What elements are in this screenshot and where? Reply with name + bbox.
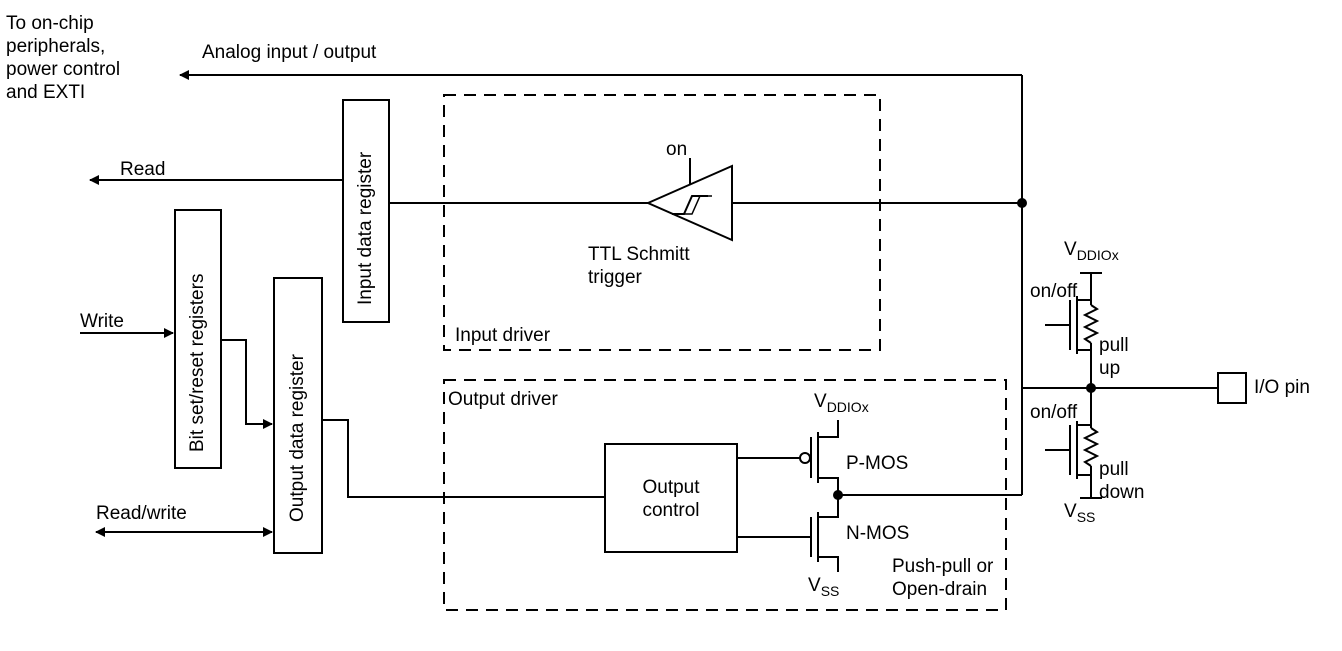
output-control-label: Output control — [642, 477, 700, 521]
junction-mos — [833, 490, 843, 500]
input-driver-label: Input driver — [455, 325, 551, 346]
input-data-register-label: Input data register — [355, 151, 376, 305]
io-pin-label: I/O pin — [1254, 377, 1310, 398]
output-vdd-label: VDDIOx — [814, 391, 869, 415]
pullup-label: pull up — [1099, 335, 1129, 379]
schmitt-label: TTL Schmitt trigger — [588, 244, 690, 288]
pulldown-label: pull down — [1099, 459, 1145, 503]
output-data-register-label: Output data register — [287, 354, 308, 522]
junction-input — [1017, 198, 1027, 208]
pulldown-switch-label: on/off — [1030, 402, 1078, 423]
nmos-source — [818, 557, 838, 572]
output-driver-label: Output driver — [448, 389, 558, 410]
output-vss-label: VSS — [808, 575, 840, 599]
odr-to-control-line — [322, 420, 605, 497]
pull-vdd-label: VDDIOx — [1064, 239, 1119, 263]
pulldown-resistor — [1085, 428, 1097, 466]
read-write-label: Read/write — [96, 503, 187, 524]
nmos-label: N-MOS — [846, 523, 910, 544]
pmos-drain — [818, 478, 838, 495]
junction-pin — [1086, 383, 1096, 393]
bit-set-reset-label: Bit set/reset registers — [187, 273, 208, 452]
output-mode-label: Push-pull or Open-drain — [892, 556, 994, 600]
write-label: Write — [80, 311, 124, 332]
output-data-register-box — [274, 278, 322, 553]
schmitt-hysteresis-icon — [672, 196, 708, 214]
io-pin-box — [1218, 373, 1246, 403]
output-driver-box — [444, 380, 1006, 610]
analog-label: Analog input / output — [202, 42, 377, 63]
schmitt-hysteresis-icon-2 — [680, 196, 712, 214]
pmos-label: P-MOS — [846, 453, 909, 474]
pmos-source — [818, 420, 838, 437]
pullup-switch-label: on/off — [1030, 281, 1078, 302]
peripherals-note: To on-chip peripherals, power control an… — [6, 13, 121, 103]
input-driver-box — [444, 95, 880, 350]
nmos-drain — [818, 495, 838, 517]
pull-vss-label: VSS — [1064, 501, 1096, 525]
input-data-register-box — [343, 100, 389, 322]
pullup-resistor — [1085, 305, 1097, 343]
read-label: Read — [120, 159, 166, 180]
pmos-gate-bubble — [800, 453, 810, 463]
schmitt-on-label: on — [666, 139, 688, 160]
output-control-box — [605, 444, 737, 552]
bsrr-to-odr-line — [221, 340, 273, 429]
